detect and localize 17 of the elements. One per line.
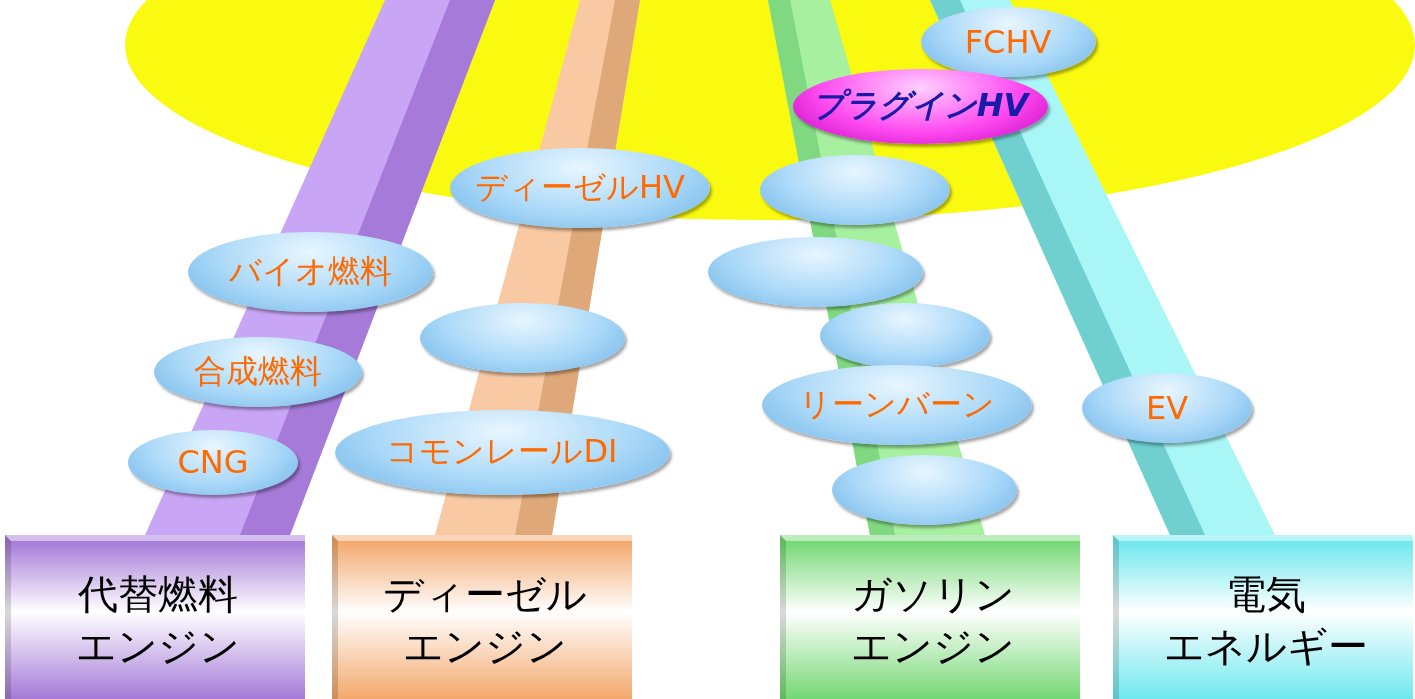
technology-label: リーンバーン bbox=[799, 384, 995, 425]
category-box bbox=[780, 535, 1080, 699]
technology-label: プラグインHV bbox=[811, 85, 1029, 126]
category-label: 電気エネルギー bbox=[1164, 570, 1368, 671]
technology-label: FCHV bbox=[964, 23, 1052, 61]
category-box bbox=[1113, 535, 1413, 699]
technology-label: ディーゼルHV bbox=[475, 167, 685, 208]
technology-label: コモンレールDI bbox=[386, 431, 618, 472]
category-label: ガソリンエンジン bbox=[851, 570, 1015, 671]
category-box bbox=[332, 535, 632, 699]
category-label: ディーゼルエンジン bbox=[383, 570, 587, 671]
technology-label: バイオ燃料 bbox=[228, 251, 392, 292]
technology-label: 合成燃料 bbox=[194, 351, 322, 392]
category-box bbox=[5, 535, 305, 699]
category-label: 代替燃料エンジン bbox=[76, 570, 240, 671]
technology-label: EV bbox=[1145, 389, 1189, 427]
technology-label: CNG bbox=[177, 443, 249, 481]
